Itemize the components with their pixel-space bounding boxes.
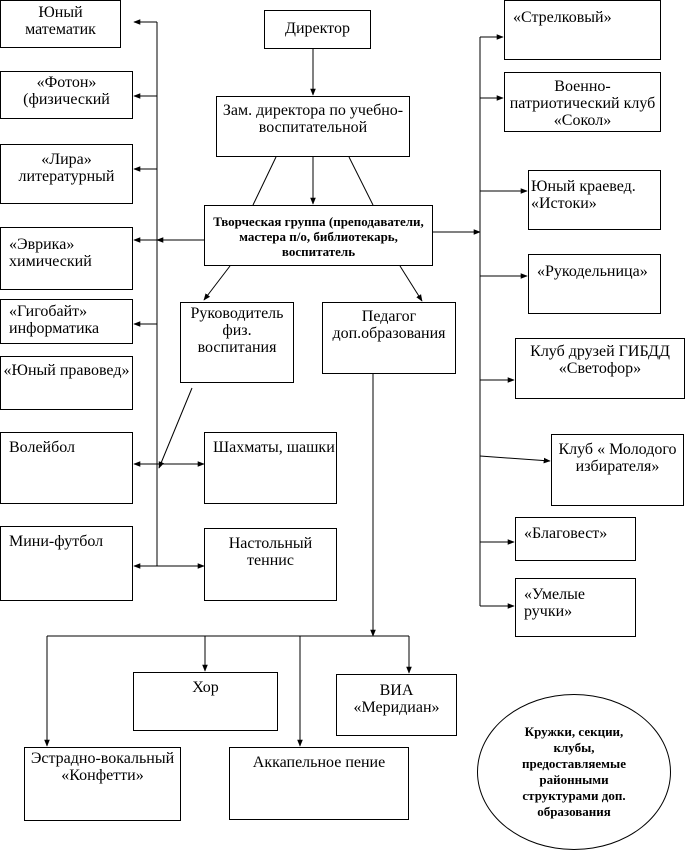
konfetti-label: Эстрадно-вокальный «Конфетти» [30, 750, 175, 784]
table-tennis-box: Настольный теннис [204, 528, 337, 601]
volleyball-box: Волейбол [0, 432, 133, 504]
via-meridian-label: ВИА «Меридиан» [353, 682, 440, 716]
minifootball-label: Мини-футбол [9, 533, 104, 550]
evrika-label: «Эврика» химический [9, 236, 92, 270]
young-lawyer-label: «Юный правовед» [3, 362, 130, 379]
choir-box: Хор [133, 672, 278, 731]
chess-label: Шахматы, шашки [213, 439, 335, 456]
kraeved-box: Юный краевед. «Истоки» [528, 170, 661, 230]
deputy-director-box: Зам. директора по учебно-воспитательной [216, 96, 410, 157]
gigabyte-box: «Гигобайт» информатика [0, 299, 133, 344]
umelye-ruchki-label: «Умелые ручки» [524, 586, 585, 620]
young-math-box: Юный математик [0, 0, 121, 48]
gibdd-label: Клуб друзей ГИБДД «Светофор» [530, 343, 670, 377]
choir-label: Хор [192, 679, 219, 696]
young-math-label: Юный математик [25, 4, 96, 38]
chess-box: Шахматы, шашки [204, 432, 337, 504]
young-lawyer-box: «Юный правовед» [0, 356, 133, 410]
creative-group-label: Творческая группа (преподаватели, мастер… [213, 214, 424, 259]
minifootball-box: Мини-футбол [0, 526, 133, 601]
acapella-label: Аккапельное пение [252, 754, 386, 771]
strelkovy-box: «Стрелковый» [504, 0, 661, 60]
director-label: Директор [285, 20, 350, 37]
gibdd-box: Клуб друзей ГИБДД «Светофор» [515, 338, 685, 399]
creative-group-box: Творческая группа (преподаватели, мастер… [204, 205, 433, 266]
rukodelnitsa-label: «Рукодельница» [537, 263, 648, 280]
young-voter-label: Клуб « Молодого избирателя» [558, 441, 677, 475]
sokol-label: Военно-патриотический клуб «Сокол» [509, 78, 656, 129]
add-ed-teacher-box: Педагог доп.образования [322, 302, 456, 374]
strelkovy-label: «Стрелковый» [513, 9, 612, 26]
acapella-box: Аккапельное пение [229, 747, 409, 820]
pe-head-box: Руководитель физ. воспитания [180, 302, 294, 383]
lira-box: «Лира» литературный [0, 144, 133, 204]
rukodelnitsa-box: «Рукодельница» [528, 254, 661, 314]
deputy-director-label: Зам. директора по учебно-воспитательной [222, 102, 404, 136]
blagovest-label: «Благовест» [524, 525, 608, 542]
legend-oval: Кружки, секции, клубы, предоставляемые р… [477, 694, 671, 850]
umelye-ruchki-box: «Умелые ручки» [515, 578, 636, 637]
director-box: Директор [264, 10, 371, 49]
volleyball-label: Волейбол [9, 439, 76, 456]
via-meridian-box: ВИА «Меридиан» [336, 674, 457, 736]
legend-text: Кружки, секции, клубы, предоставляемые р… [522, 724, 626, 819]
sokol-box: Военно-патриотический клуб «Сокол» [504, 72, 661, 132]
foton-box: «Фотон» (физический [0, 71, 133, 119]
foton-label: «Фотон» (физический [23, 74, 110, 108]
pe-head-label: Руководитель физ. воспитания [190, 305, 284, 356]
blagovest-box: «Благовест» [515, 517, 636, 561]
add-ed-teacher-label: Педагог доп.образования [332, 308, 446, 342]
evrika-box: «Эврика» химический [0, 227, 133, 290]
young-voter-box: Клуб « Молодого избирателя» [551, 434, 684, 506]
gigabyte-label: «Гигобайт» информатика [9, 303, 100, 337]
konfetti-box: Эстрадно-вокальный «Конфетти» [24, 747, 181, 821]
table-tennis-label: Настольный теннис [228, 535, 313, 569]
kraeved-label: Юный краевед. «Истоки» [531, 178, 636, 212]
lira-label: «Лира» литературный [18, 151, 115, 185]
